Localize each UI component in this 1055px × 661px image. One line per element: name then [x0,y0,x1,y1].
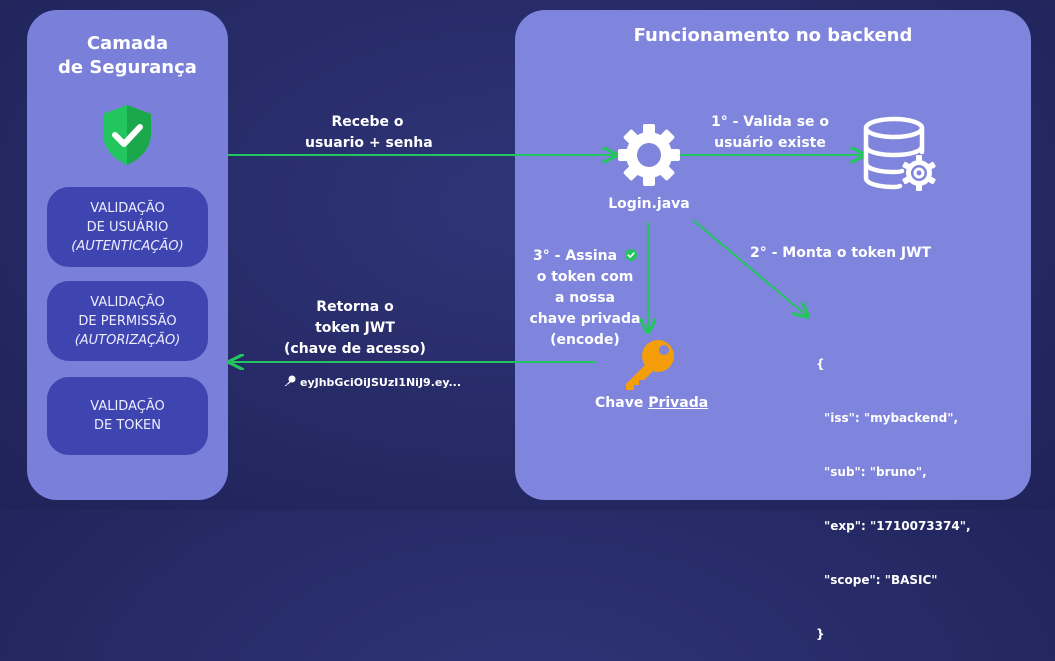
build-token-arrow [692,219,806,315]
request-label-line2: usuario + senha [305,135,433,151]
response-label-line2: token JWT [315,320,395,336]
request-label: Recebe o usuario + senha [305,112,433,154]
permission-validation-line1: VALIDAÇÃO [90,294,165,310]
step1-label: 1° - Valida se o usuário existe [700,112,840,154]
token-validation-line2: DE TOKEN [94,418,161,433]
response-label-line3: (chave de acesso) [284,341,426,357]
step3-label-line2: o token com [536,269,634,285]
backend-title: Funcionamento no backend [633,25,913,46]
security-title-line1: Camada [86,33,169,54]
jwt-payload-exp: "exp": "1710073374", [824,519,971,533]
user-validation-line2: DE USUÁRIO [86,219,169,235]
jwt-payload-iss: "iss": "mybackend", [824,411,958,425]
shield-check-icon [103,105,151,165]
permission-validation-line3: (AUTORIZAÇÃO) [74,332,181,348]
user-validation-line3: (AUTENTICAÇÃO) [71,238,184,254]
user-validation-box: VALIDAÇÃO DE USUÁRIO (AUTENTICAÇÃO) [47,187,208,267]
response-label: Retorna o token JWT (chave de acesso) [280,297,430,360]
step3-label-line1-text: 3° - Assina [533,248,618,264]
jwt-payload-scope: "scope": "BASIC" [824,573,938,587]
security-layer-title: Camada de Segurança [27,32,228,80]
step1-label-line2: usuário existe [714,135,826,151]
token-validation-line1: VALIDAÇÃO [90,399,165,414]
user-validation-line1: VALIDAÇÃO [90,200,165,216]
security-layer-panel: Camada de Segurança VALIDAÇÃO DE USUÁRIO… [27,10,228,500]
private-key-label-prefix: Chave [595,395,649,411]
request-label-line1: Recebe o [331,114,404,130]
flow-arrows [228,0,1055,510]
token-validation-box: VALIDAÇÃO DE TOKEN [47,377,208,455]
private-key-label: Chave Privada [595,393,709,414]
step3-label: 3° - Assina o token com a nossa chave pr… [520,246,650,351]
security-title-line2: de Segurança [58,57,197,78]
step3-label-line5: (encode) [550,332,620,348]
jwt-payload: { "iss": "mybackend", "sub": "bruno", "e… [816,319,971,661]
jwt-payload-open: { [816,357,825,371]
gear-icon [618,124,680,186]
step1-label-line1: 1° - Valida se o [710,114,830,130]
permission-validation-line2: DE PERMISSÃO [78,313,177,329]
token-string: eyJhbGciOiJSUzI1NiJ9.ey... [283,375,461,389]
permission-validation-box: VALIDAÇÃO DE PERMISSÃO (AUTORIZAÇÃO) [47,281,208,361]
step3-label-line4: chave privada [529,311,641,327]
login-java-label: Login.java [608,196,690,212]
private-key-label-link: Privada [648,395,709,411]
small-key-icon [284,375,296,386]
check-badge-icon [624,249,637,261]
key-icon [626,340,674,390]
step2-label: 2° - Monta o token JWT [750,245,932,261]
step3-label-line1: 3° - Assina [520,246,650,267]
jwt-payload-sub: "sub": "bruno", [824,465,927,479]
jwt-payload-close: } [816,627,825,641]
database-gear-icon [863,116,936,191]
response-label-line1: Retorna o [316,299,394,315]
backend-panel: Funcionamento no backend [515,10,1031,500]
step3-label-line3: a nossa [554,290,616,306]
token-string-text: eyJhbGciOiJSUzI1NiJ9.ey... [300,376,462,389]
